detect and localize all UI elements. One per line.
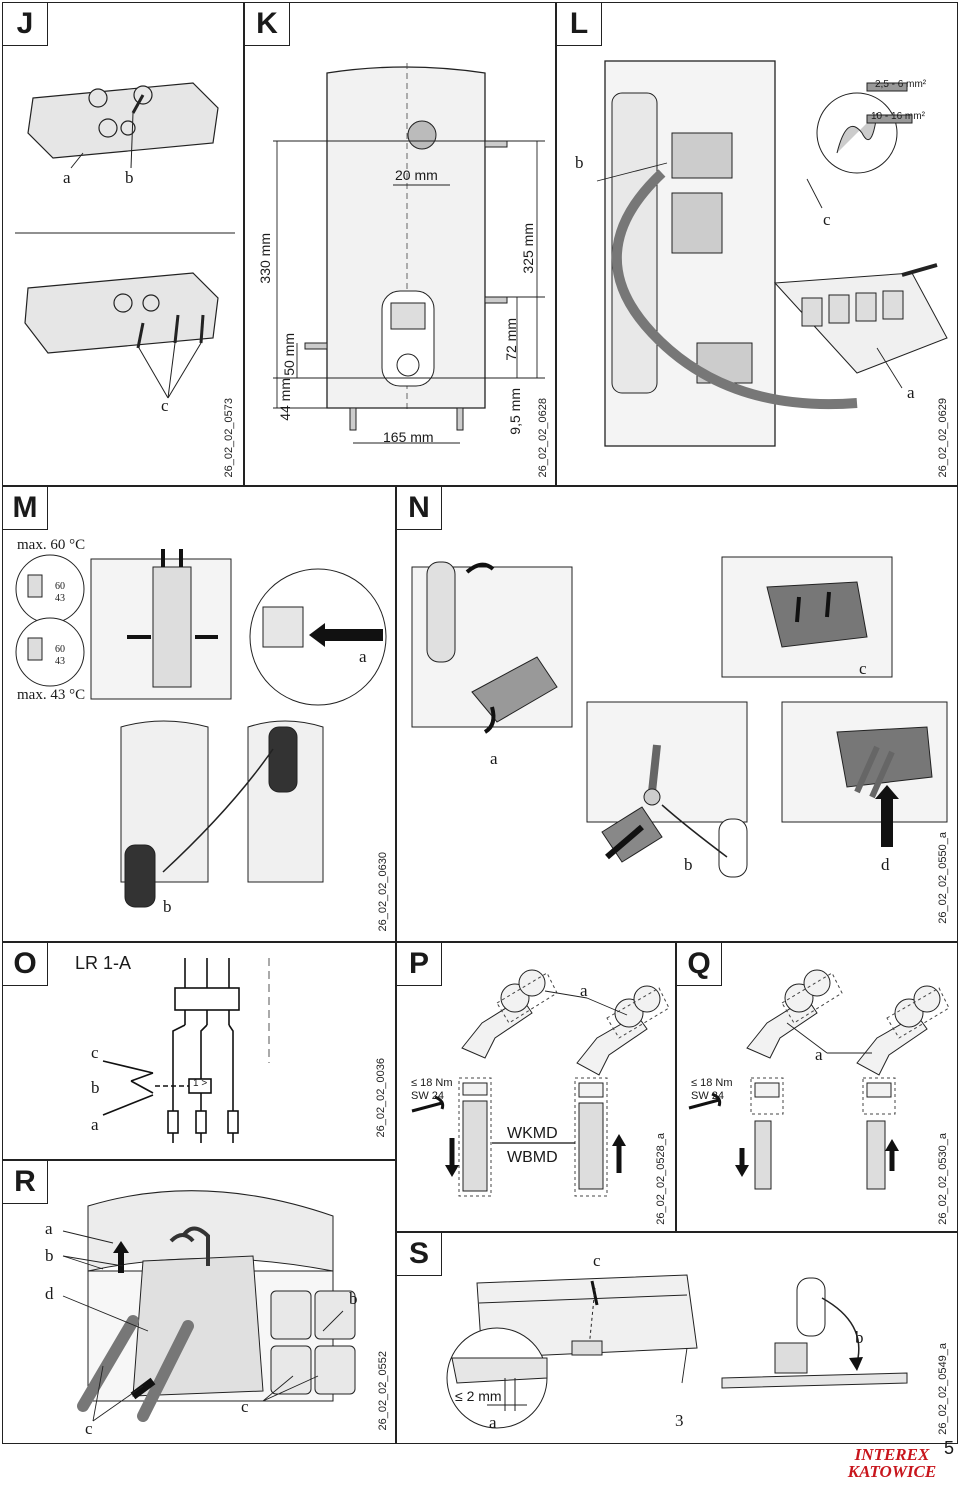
logo-line-2: KATOWICE: [847, 1462, 937, 1481]
switch-43-bottom: 43: [55, 656, 65, 667]
figure-code: 26_02_02_0630: [377, 852, 389, 932]
label-c: c: [161, 396, 169, 415]
cable-grommet-drawing: [411, 556, 948, 878]
label-a: a: [359, 647, 367, 666]
wire-size-large: 10 - 16 mm²: [871, 111, 925, 122]
panel-l: L b c: [556, 2, 958, 486]
diagram-title: LR 1-A: [75, 953, 132, 973]
panel-p: P a ≤ 18 Nm: [396, 942, 676, 1232]
dim-20mm: 20 mm: [395, 167, 438, 183]
label-b: b: [45, 1246, 54, 1265]
dim-325mm: 325 mm: [520, 223, 536, 274]
switch-60-bottom: 60: [55, 644, 65, 655]
relay-symbol: 1 >: [193, 1078, 208, 1089]
panel-letter: L: [557, 3, 602, 46]
label-c: c: [823, 210, 831, 229]
figure-code: 26_02_02_0530_a: [937, 1133, 949, 1225]
label-b: b: [684, 855, 693, 874]
panel-letter: Q: [677, 943, 722, 986]
switch-60-top: 60: [55, 581, 65, 592]
figure-code: 26_02_02_0628: [537, 398, 549, 478]
label-a: a: [580, 981, 588, 1000]
panel-r: R a: [2, 1160, 396, 1444]
terminal-wiring-drawing: [596, 60, 948, 447]
dim-165mm: 165 mm: [383, 429, 434, 445]
label-d: d: [45, 1284, 54, 1303]
panel-s: S c a 3 b ≤ 2 mm 26_02_02_0549_a: [396, 1232, 958, 1444]
label-c-right: c: [241, 1397, 249, 1416]
panel-n: N a c a b d 26_02_02_0550_: [396, 486, 958, 942]
water-connection-drawing: [62, 1190, 356, 1422]
logo-line-1: INTEREX: [854, 1445, 930, 1464]
label-c: c: [859, 659, 867, 678]
cover-fastening-drawing: [446, 1274, 908, 1429]
pipe-fitting-drawing: [411, 969, 670, 1197]
figure-code: 26_02_02_0552: [377, 1351, 389, 1431]
label-c: c: [91, 1043, 99, 1062]
label-b: b: [163, 897, 172, 916]
torque-spec: ≤ 18 Nm: [411, 1077, 453, 1089]
label-a: a: [91, 1115, 99, 1134]
wbmd-label: WBMD: [507, 1149, 558, 1166]
switch-43-top: 43: [55, 593, 65, 604]
panel-letter: O: [3, 943, 48, 986]
max-43-label: max. 43 °C: [17, 687, 86, 703]
wire-size-small: 2,5 - 6 mm²: [875, 79, 927, 90]
max-60-label: max. 60 °C: [17, 537, 86, 553]
panel-letter: J: [3, 3, 48, 46]
figure-code: 26_02_02_0550_a: [937, 832, 949, 924]
panel-letter: P: [397, 943, 442, 986]
label-c: c: [593, 1251, 601, 1270]
figure-code: 26_02_02_0036: [375, 1058, 387, 1138]
torque-spec: ≤ 18 Nm: [691, 1077, 733, 1089]
dim-44mm: 44 mm: [277, 378, 293, 421]
panel-j: J a b c 26_02_02_0573: [2, 2, 244, 486]
label-a: a: [489, 1413, 497, 1432]
label-b: b: [125, 168, 134, 187]
label-3: 3: [675, 1411, 684, 1430]
figure-code: 26_02_02_0629: [937, 398, 949, 478]
panel-letter: S: [397, 1233, 442, 1276]
dim-330mm: 330 mm: [257, 233, 273, 284]
label-b: b: [575, 153, 584, 172]
label-a: a: [907, 383, 915, 402]
panel-letter: M: [3, 487, 48, 530]
wkmd-label: WKMD: [507, 1125, 558, 1142]
page-number: 5: [943, 1438, 954, 1458]
label-a-left: a: [490, 749, 498, 768]
panel-q: Q a ≤ 18 Nm SW: [676, 942, 958, 1232]
load-shedding-relay-schematic: [102, 958, 270, 1143]
label-c-left: c: [85, 1419, 93, 1438]
panel-m: M max. 60 °C max. 43 °C 60 43 60 43 a b: [2, 486, 396, 942]
panel-letter: K: [245, 3, 290, 46]
temperature-limiter-drawing: [15, 549, 387, 908]
panel-letter: N: [397, 487, 442, 530]
label-b: b: [91, 1078, 100, 1097]
label-b: b: [855, 1328, 864, 1347]
gap-dimension: ≤ 2 mm: [455, 1388, 502, 1404]
figure-code: 26_02_02_0573: [223, 398, 235, 478]
panel-o: O LR 1-A 1 > c b a 26_02_02_00: [2, 942, 396, 1160]
wrench-size: SW 24: [691, 1090, 725, 1102]
dim-9-5mm: 9,5 mm: [507, 388, 523, 435]
panel-k: K: [244, 2, 556, 486]
water-heater-dimension-drawing: [273, 63, 545, 444]
mounting-bracket-drawing: [15, 82, 235, 399]
label-a: a: [63, 168, 71, 187]
pipe-fitting-drawing: [688, 969, 950, 1190]
panel-letter: R: [3, 1161, 48, 1204]
interex-logo: INTEREX KATOWICE: [836, 1446, 948, 1484]
label-a: a: [815, 1045, 823, 1064]
dim-50mm: 50 mm: [281, 333, 297, 376]
label-b-right: b: [349, 1289, 358, 1308]
figure-code: 26_02_02_0528_a: [655, 1133, 667, 1225]
wrench-size: SW 24: [411, 1090, 445, 1102]
dim-72mm: 72 mm: [503, 318, 519, 361]
label-d: d: [881, 855, 890, 874]
label-a: a: [45, 1219, 53, 1238]
figure-code: 26_02_02_0549_a: [937, 1343, 949, 1435]
